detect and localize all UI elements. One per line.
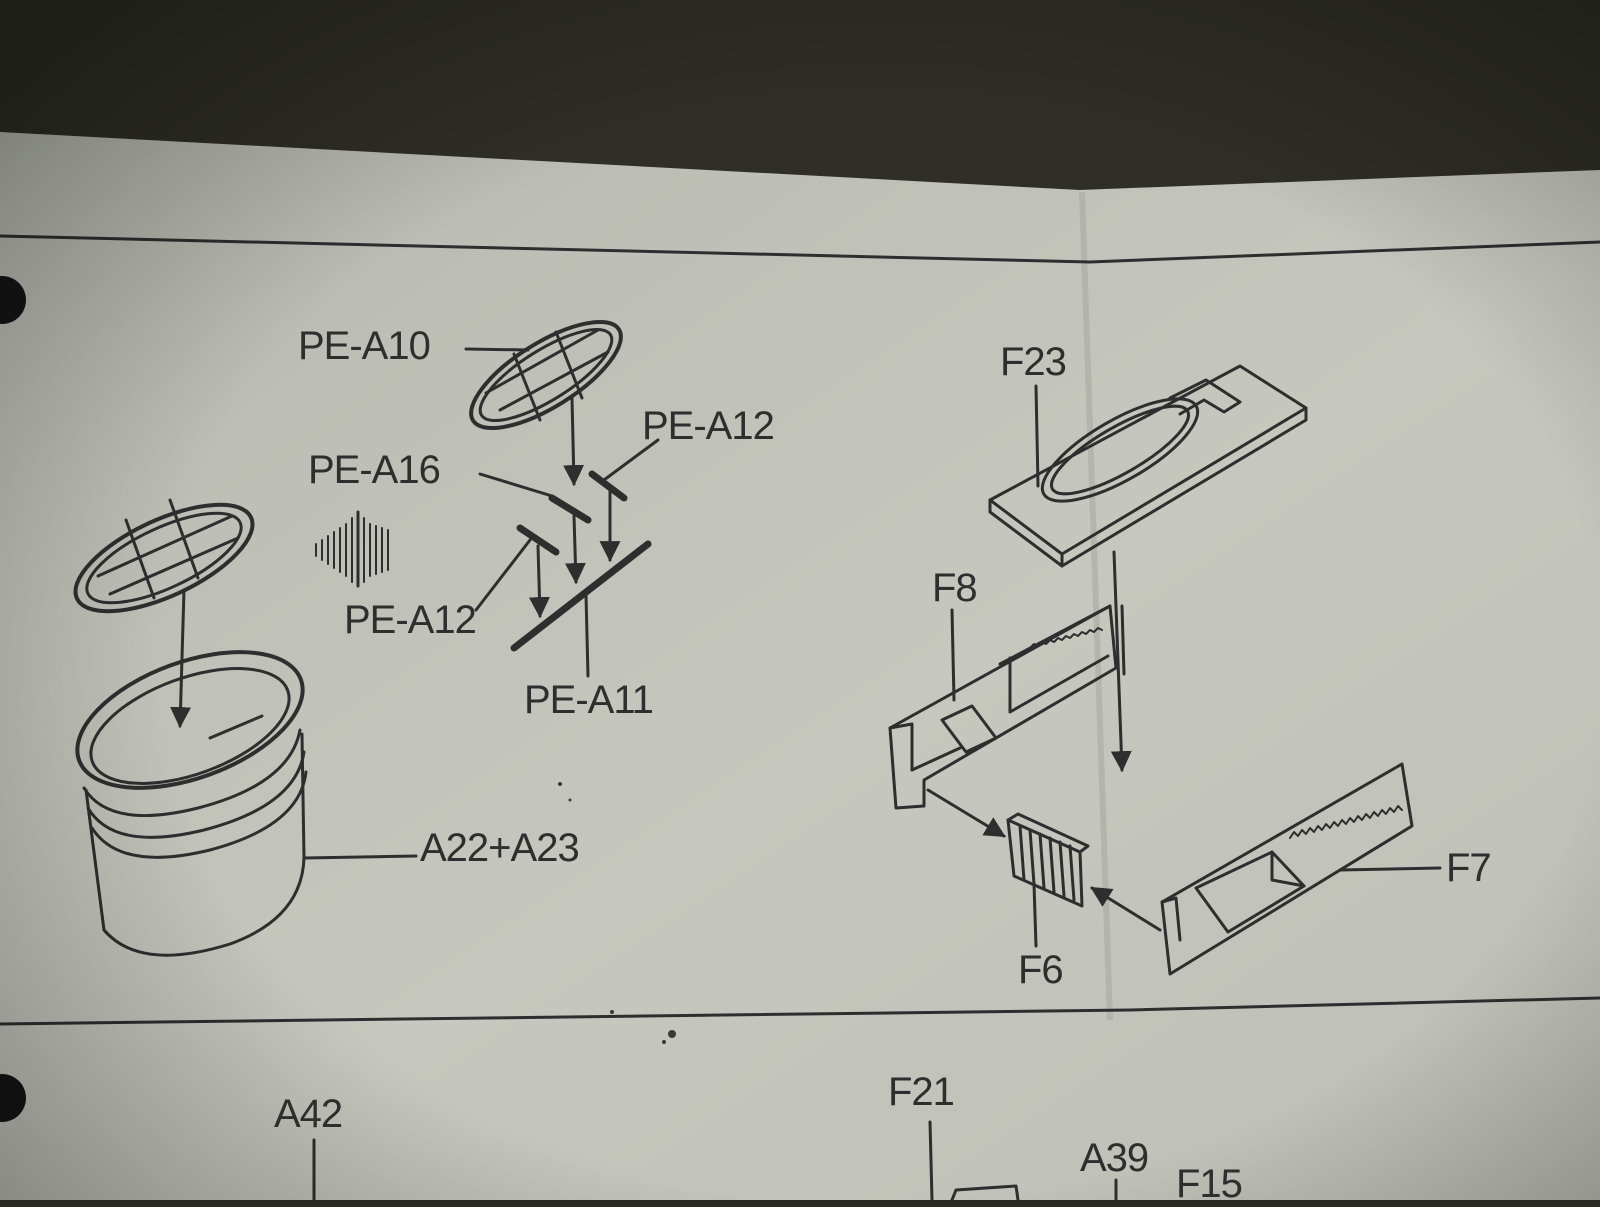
f21-leader bbox=[928, 1120, 934, 1202]
label-f21: F21 bbox=[888, 1070, 955, 1114]
f23-leader bbox=[1034, 384, 1040, 488]
label-pe-a12-left: PE-A12 bbox=[344, 598, 477, 642]
label-a22-a23: A22+A23 bbox=[420, 826, 580, 870]
f6-leader bbox=[1032, 882, 1038, 948]
pe-a16-arrow bbox=[564, 514, 586, 585]
label-pe-a10: PE-A10 bbox=[298, 324, 431, 368]
label-f8: F8 bbox=[932, 566, 978, 610]
label-a39: A39 bbox=[1080, 1136, 1149, 1180]
label-pe-a11: PE-A11 bbox=[524, 678, 654, 722]
label-f7: F7 bbox=[1446, 846, 1492, 890]
label-pe-a12-right: PE-A12 bbox=[642, 404, 775, 448]
pe-a11-leader bbox=[584, 593, 590, 678]
label-f23: F23 bbox=[1000, 340, 1067, 384]
paper-sheet bbox=[0, 132, 1600, 1200]
label-a42: A42 bbox=[274, 1092, 343, 1136]
label-f6: F6 bbox=[1018, 948, 1064, 992]
pe-a12-left-arrow bbox=[528, 544, 550, 619]
a22-a23-leader bbox=[302, 854, 418, 860]
pe-a10-arrow bbox=[563, 396, 585, 487]
label-pe-a16: PE-A16 bbox=[308, 448, 441, 492]
f8-leader bbox=[950, 608, 956, 702]
pe-a10-leader bbox=[464, 347, 530, 352]
f7-leader bbox=[1338, 866, 1442, 872]
label-f15: F15 bbox=[1176, 1162, 1243, 1206]
